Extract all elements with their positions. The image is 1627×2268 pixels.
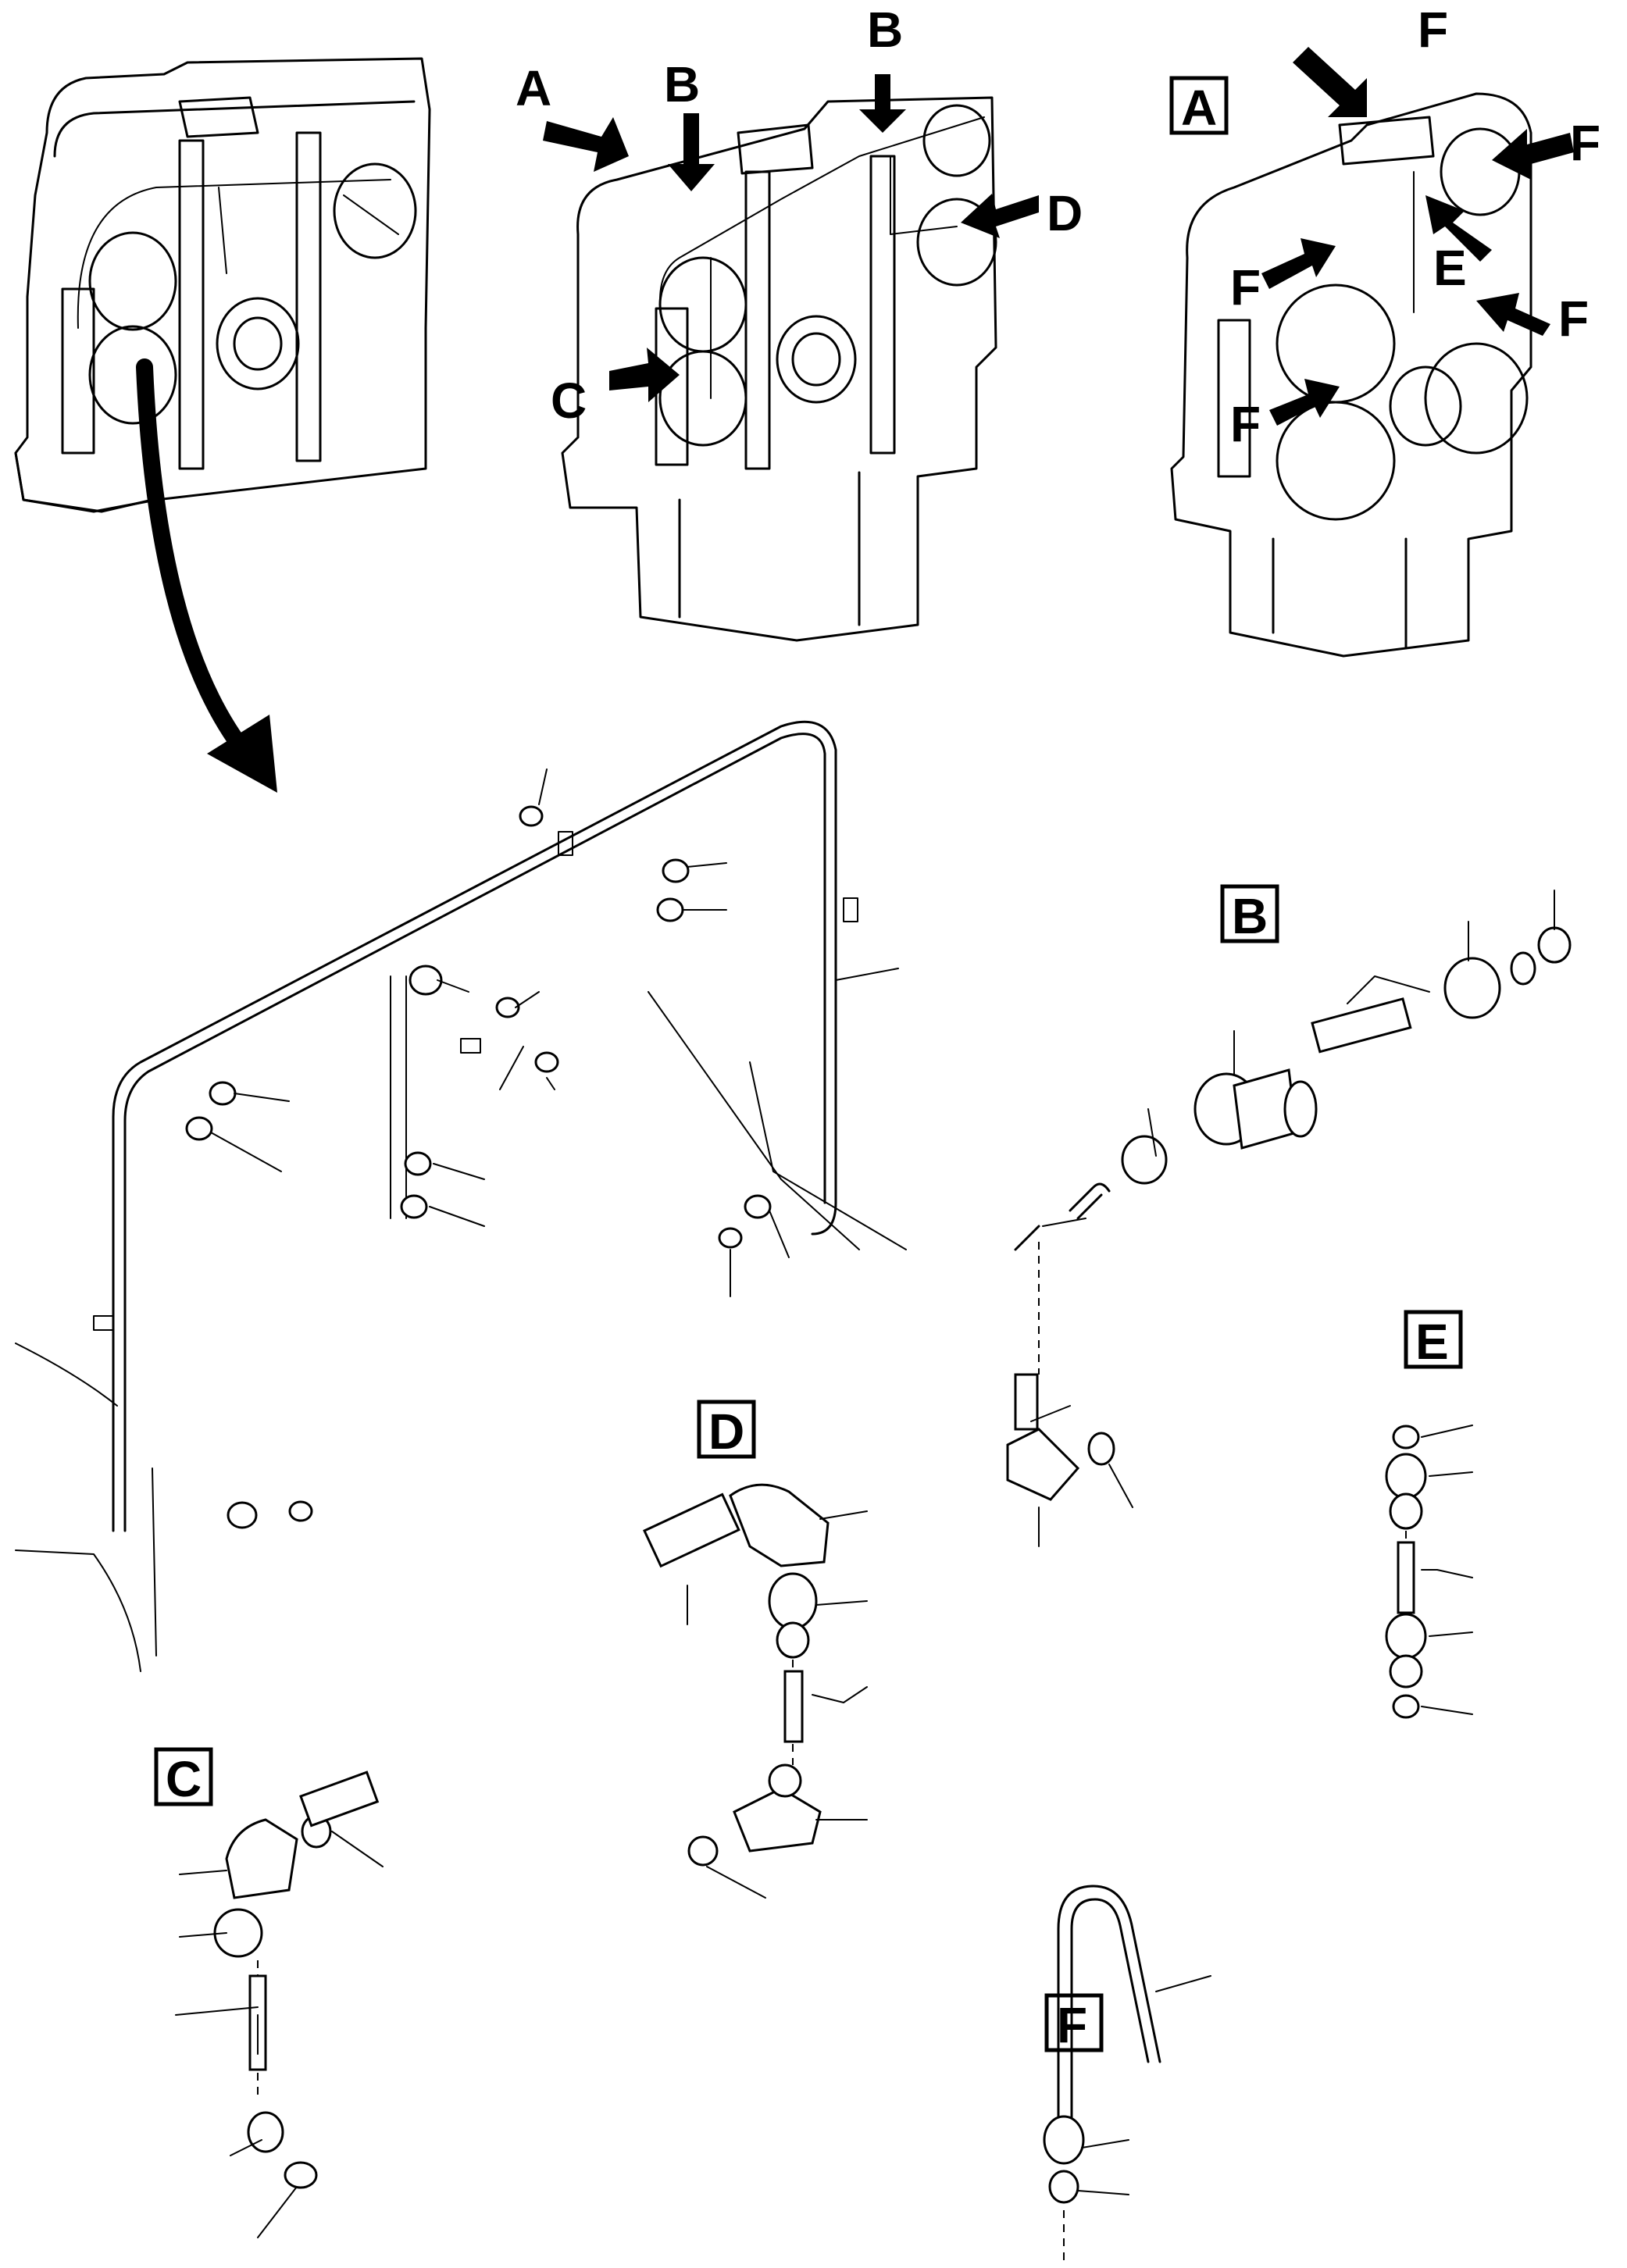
arrow-label-a: A <box>516 60 551 116</box>
view-label-c: C <box>166 1751 202 1807</box>
view-box-b <box>1220 884 1279 943</box>
exploded-pipe-assembly <box>15 720 907 1672</box>
detail-c <box>175 1771 384 2238</box>
view-box-c <box>154 1747 213 1806</box>
view-label-e: E <box>1415 1314 1449 1370</box>
view-box-a <box>1169 76 1229 135</box>
arrow-label-b-2: B <box>867 2 903 58</box>
arrow-label-e: E <box>1433 240 1467 296</box>
detail-d <box>643 1483 868 1899</box>
engine-view-right <box>1170 92 1532 658</box>
center-arrows: A B B D C <box>516 2 1083 429</box>
arrow-label-c: C <box>551 373 587 429</box>
arrow-label-f-5: F <box>1230 396 1261 452</box>
arrow-label-f-2: F <box>1570 115 1600 171</box>
right-arrows: F F E F F F <box>1230 2 1600 452</box>
arrow-label-f-4: F <box>1558 291 1589 347</box>
arrow-label-d: D <box>1047 185 1083 241</box>
detail-f <box>1043 1885 1211 2265</box>
arrow-label-b-1: B <box>664 56 700 112</box>
view-box-f <box>1044 1993 1104 2052</box>
curved-arrow <box>136 358 277 793</box>
detail-b <box>1006 890 1572 1547</box>
engine-view-center <box>561 96 997 642</box>
view-label-a: A <box>1181 80 1217 136</box>
view-box-d <box>697 1400 756 1459</box>
arrow-label-f-3: F <box>1230 259 1261 316</box>
detail-e <box>1385 1425 1473 1719</box>
view-box-e <box>1404 1310 1463 1369</box>
view-label-b: B <box>1232 888 1268 944</box>
engine-overview-left <box>14 57 431 513</box>
arrow-label-f-1: F <box>1418 2 1448 58</box>
view-label-d: D <box>708 1403 744 1460</box>
